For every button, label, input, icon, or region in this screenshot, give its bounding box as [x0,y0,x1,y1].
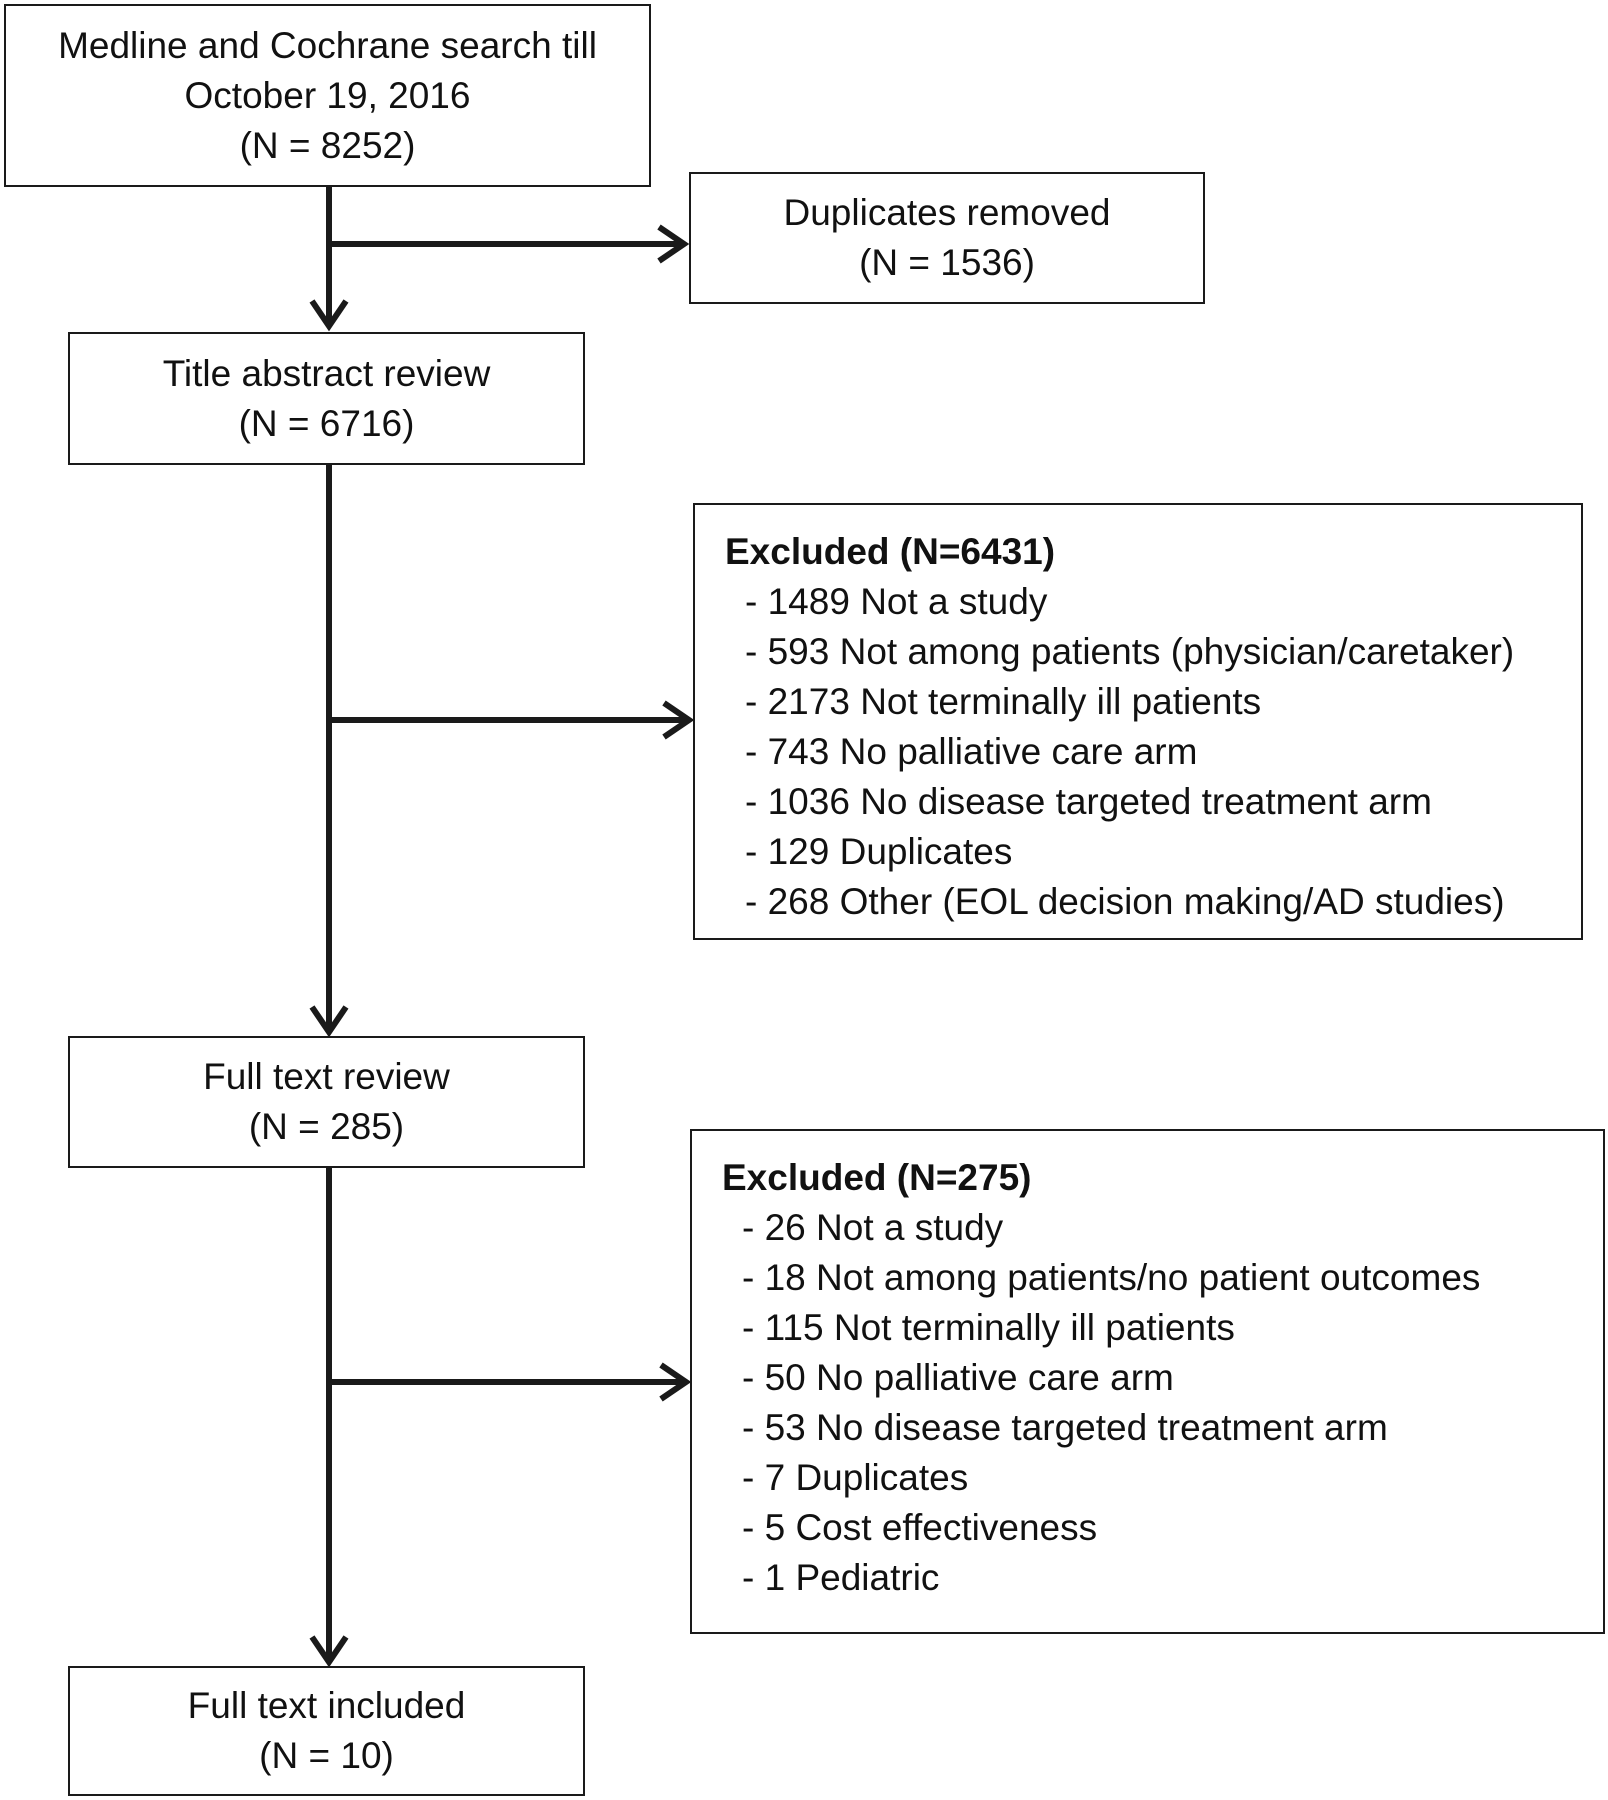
excluded-1-item: - 593 Not among patients (physician/care… [745,631,1515,672]
excluded-2-item: - 1 Pediatric [742,1557,940,1598]
included-count: (N = 10) [259,1735,394,1776]
search-line-1: Medline and Cochrane search till [58,24,597,66]
excluded-1-heading: Excluded (N=6431) [725,531,1056,572]
title-review-count: (N = 6716) [238,402,415,444]
arrowhead-to-duplicates [657,224,690,264]
excluded-2-item: - 53 No disease targeted treatment arm [742,1407,1388,1448]
search-line-2: October 19, 2016 [184,74,471,116]
excluded-1-item: - 1036 No disease targeted treatment arm [745,781,1432,822]
search-box: Medline and Cochrane search till October… [4,4,651,187]
excluded-box-full-text-stage: Excluded (N=275) - 26 Not a study - 18 N… [690,1129,1605,1634]
excluded-2-item: - 115 Not terminally ill patients [742,1307,1235,1348]
duplicates-label: Duplicates removed [783,192,1111,233]
title-review-label: Title abstract review [162,352,491,394]
excluded-box-title-stage: Excluded (N=6431) - 1489 Not a study - 5… [693,503,1583,940]
excluded-2-item: - 26 Not a study [742,1207,1004,1248]
full-text-review-box: Full text review (N = 285) [68,1036,585,1168]
duplicates-removed-box: Duplicates removed (N = 1536) [689,172,1205,304]
duplicates-count: (N = 1536) [859,242,1035,283]
title-abstract-review-box: Title abstract review (N = 6716) [68,332,585,465]
excluded-2-item: - 18 Not among patients/no patient outco… [742,1257,1481,1298]
excluded-1-item: - 1489 Not a study [745,581,1048,622]
arrowhead-to-full-review [309,1005,349,1038]
full-review-count: (N = 285) [248,1106,405,1147]
full-text-included-box: Full text included (N = 10) [68,1666,585,1796]
included-label: Full text included [187,1685,466,1726]
arrowhead-to-included [309,1635,349,1668]
excluded-2-item: - 7 Duplicates [742,1457,969,1498]
arrowhead-to-title-review [309,299,349,332]
excluded-1-item: - 2173 Not terminally ill patients [745,681,1262,722]
full-review-label: Full text review [203,1056,450,1097]
search-count: (N = 8252) [239,124,416,166]
arrowhead-to-excluded-2 [659,1362,692,1402]
excluded-2-item: - 50 No palliative care arm [742,1357,1174,1398]
arrowhead-to-excluded-1 [662,700,695,740]
excluded-2-item: - 5 Cost effectiveness [742,1507,1098,1548]
excluded-1-item: - 743 No palliative care arm [745,731,1198,772]
excluded-1-item: - 268 Other (EOL decision making/AD stud… [745,881,1505,922]
excluded-2-heading: Excluded (N=275) [722,1157,1032,1198]
excluded-1-item: - 129 Duplicates [745,831,1013,872]
